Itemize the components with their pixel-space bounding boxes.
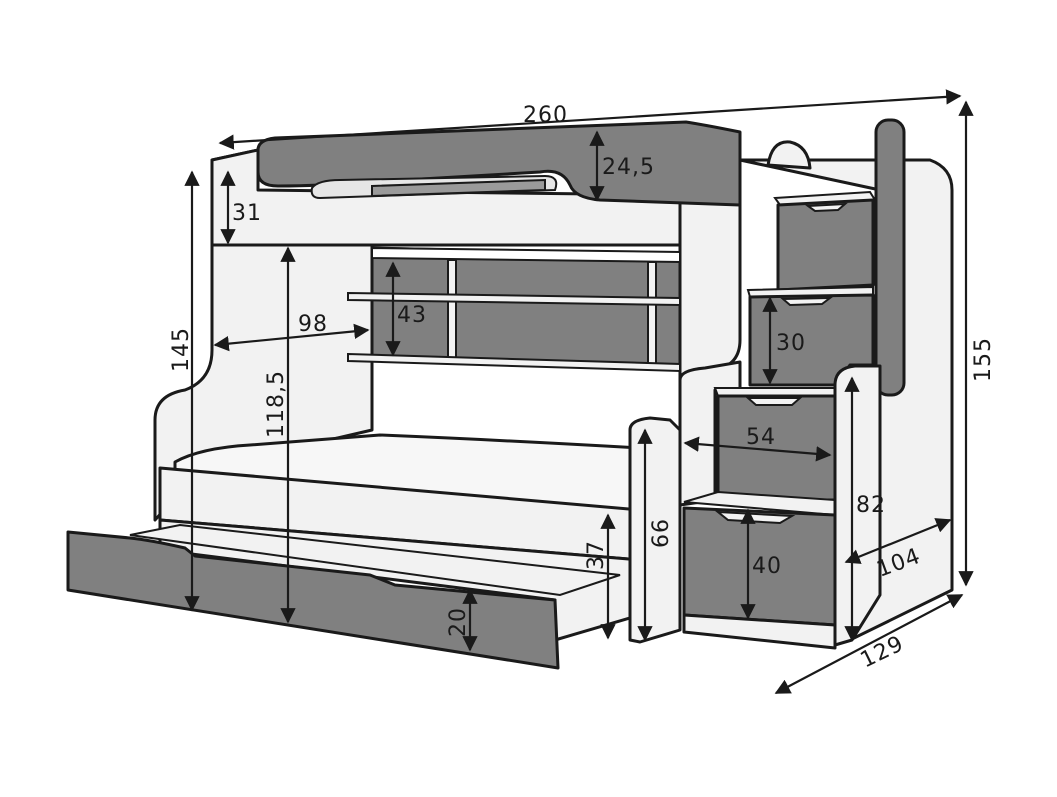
- label-stairs-height: 82: [856, 493, 886, 518]
- label-step-depth: 54: [746, 425, 776, 450]
- step-2-handle: [780, 296, 834, 307]
- label-bed-height: 145: [169, 327, 194, 372]
- rail-grey-strip: [371, 178, 546, 198]
- step-1-top: [773, 190, 877, 207]
- label-drawer-height: 20: [446, 607, 471, 637]
- dim-line-total-length: [218, 89, 962, 150]
- shelf-divider: [647, 261, 657, 371]
- shelf-divider: [447, 259, 457, 361]
- step-3-handle: [745, 397, 803, 406]
- step-2-front: [748, 293, 875, 387]
- step-1-front: [776, 198, 875, 292]
- stairs-side-board: [678, 360, 742, 507]
- label-total-length: 260: [523, 103, 568, 128]
- step-1-handle: [805, 202, 848, 213]
- stairs-handle-bump: [766, 140, 812, 170]
- label-side-panel-height: 66: [649, 518, 674, 548]
- stair-grab-rail: [874, 118, 906, 397]
- label-bottom-step-height: 40: [752, 554, 782, 579]
- shelf-plank: [347, 291, 681, 307]
- label-total-height: 155: [971, 337, 996, 382]
- dim-line-step-depth: [683, 436, 832, 462]
- shelf-plank: [347, 352, 681, 373]
- label-top-rail-height: 24,5: [602, 155, 655, 180]
- label-shelf-width: 98: [298, 312, 328, 337]
- dim-line-total-depth: [774, 594, 964, 694]
- label-shelf-height: 43: [397, 303, 427, 328]
- dim-line-stairs-depth: [844, 518, 952, 564]
- label-total-depth: 129: [857, 631, 908, 673]
- trundle-top: [129, 523, 621, 597]
- shelf-light-bar: [371, 246, 681, 264]
- label-lower-bed-height: 37: [584, 540, 609, 570]
- label-top-guard-height: 31: [232, 201, 262, 226]
- label-lower-clearance: 118,5: [264, 370, 289, 438]
- label-step-height: 30: [776, 331, 806, 356]
